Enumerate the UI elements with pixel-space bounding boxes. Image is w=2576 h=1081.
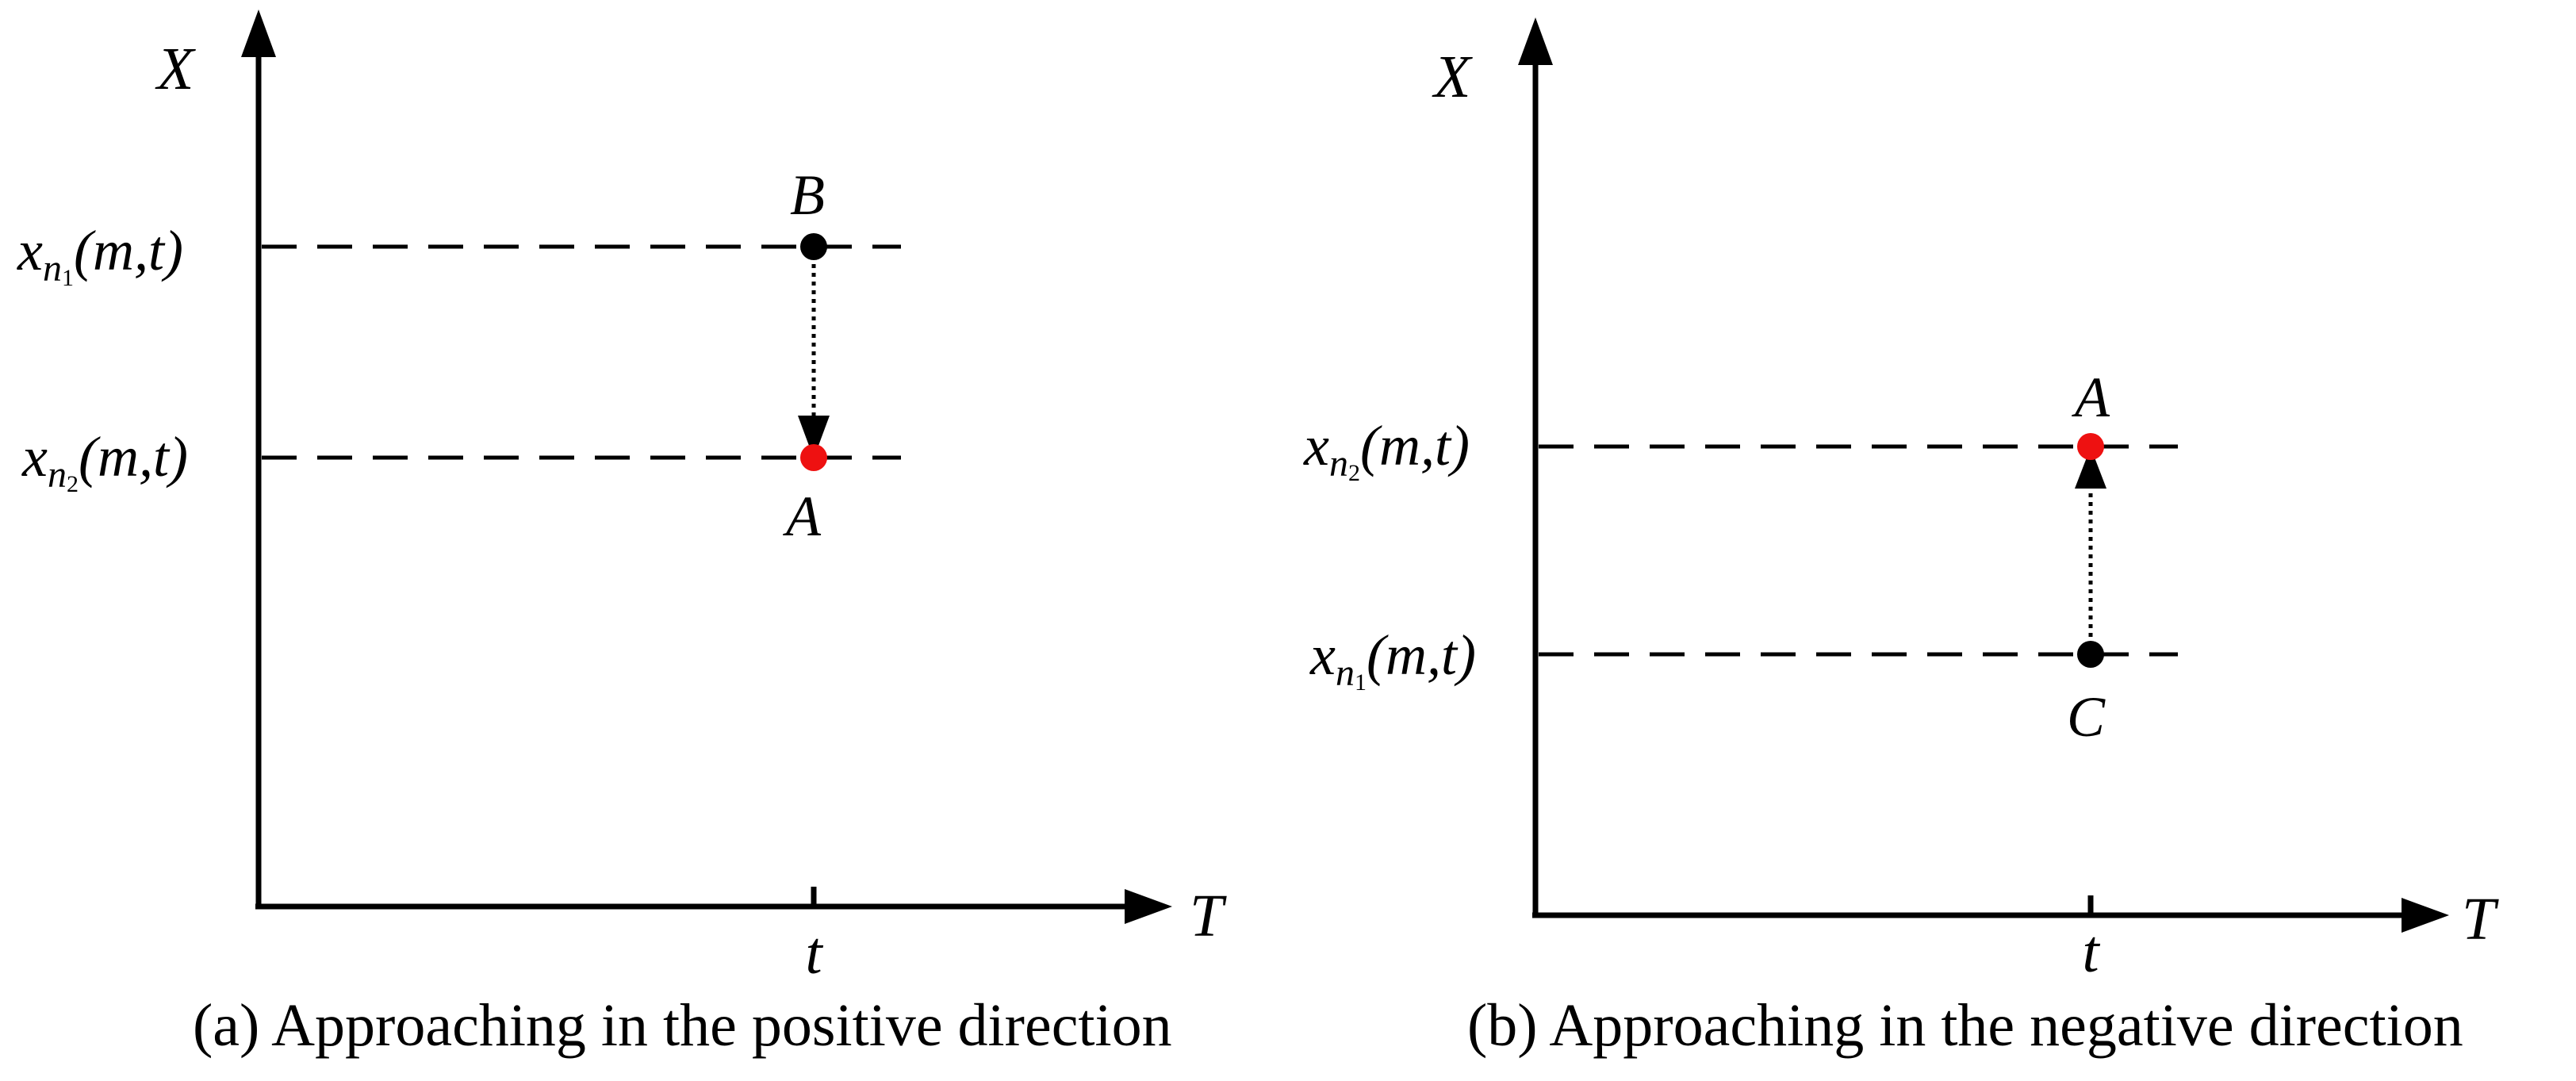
panel-a-x-axis-arrow — [1125, 889, 1172, 924]
panel-a-y-axis-arrow — [241, 10, 276, 57]
panel-a-end-point-label: A — [783, 485, 822, 548]
panel-b-movement-arrowhead — [2075, 447, 2106, 489]
panel-a-movement-arrowhead — [798, 416, 830, 458]
panel-a-start-point — [800, 233, 827, 260]
panel-a-lower-level-label: xn2(m,t) — [21, 425, 188, 497]
panel-b-start-point — [2077, 641, 2104, 668]
panel-b-upper-level-label: xn2(m,t) — [1303, 414, 1470, 486]
panel-b-y-axis-label: X — [1432, 44, 1473, 110]
panel-b-y-axis-arrow — [1518, 17, 1553, 65]
panel-b-x-tick-label: t — [2082, 918, 2100, 985]
panel-b-end-point — [2077, 433, 2104, 460]
panel-a-x-tick-label: t — [805, 920, 823, 987]
panel-b-lower-level-label: xn1(m,t) — [1309, 623, 1476, 696]
panel-b-caption: (b) Approaching in the negative directio… — [1467, 992, 2463, 1059]
panel-a-x-axis-label: T — [1190, 883, 1227, 949]
panel-a-caption: (a) Approaching in the positive directio… — [193, 992, 1172, 1059]
panel-a-y-axis-label: X — [155, 36, 196, 102]
panel-a-upper-level-label: xn1(m,t) — [17, 219, 183, 291]
panel-b: X T t xn2(m,t) xn1(m,t) C A (b) Approach… — [1303, 17, 2499, 1059]
panel-a: X T t xn1(m,t) xn2(m,t) B A (a) Approach… — [17, 10, 1227, 1059]
panel-a-end-point — [800, 444, 827, 471]
panel-b-start-point-label: C — [2067, 685, 2106, 749]
panel-b-x-axis-label: T — [2462, 886, 2499, 953]
panel-b-end-point-label: A — [2072, 366, 2110, 429]
panel-b-x-axis-arrow — [2402, 898, 2449, 933]
panel-a-start-point-label: B — [790, 163, 825, 227]
